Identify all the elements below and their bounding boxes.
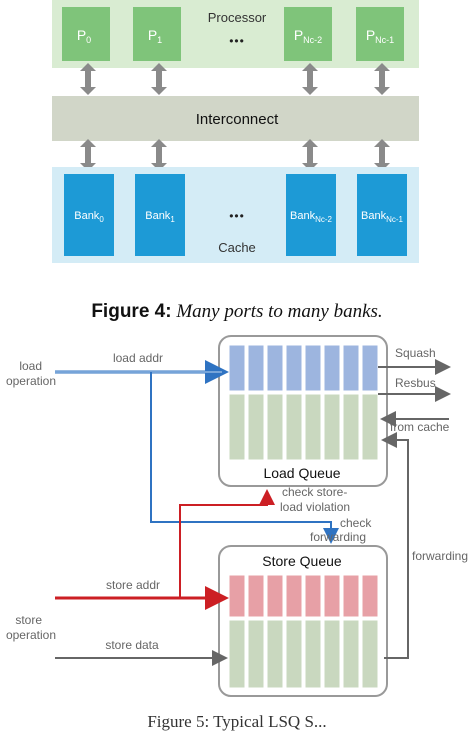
store-queue-address-cells bbox=[228, 574, 379, 618]
svg-text:BankNc-1: BankNc-1 bbox=[361, 210, 404, 224]
svg-text:PNc-2: PNc-2 bbox=[294, 27, 322, 45]
load-queue-data-cell bbox=[285, 393, 303, 461]
resbus-label: Resbus bbox=[395, 376, 436, 390]
processor-pnc-2: PNc-2 bbox=[284, 7, 332, 61]
load-queue-address-cells bbox=[228, 344, 379, 392]
arrow-interconnect-banknc2 bbox=[302, 139, 318, 171]
store-queue-address-cell bbox=[361, 574, 379, 618]
load-queue-data-cell bbox=[247, 393, 265, 461]
forwarding-arrow bbox=[381, 432, 409, 659]
bank-nc-1: BankNc-1 bbox=[357, 174, 407, 256]
store-queue-data-cell bbox=[285, 619, 303, 689]
squash-label: Squash bbox=[395, 346, 436, 360]
store-queue-address-cell bbox=[323, 574, 341, 618]
load-queue-address-cell bbox=[323, 344, 341, 392]
svg-text:PNc-1: PNc-1 bbox=[366, 27, 394, 45]
load-queue-data-cells bbox=[228, 393, 379, 461]
load-queue-address-cell bbox=[228, 344, 246, 392]
store-queue-address-cell bbox=[228, 574, 246, 618]
svg-text:P0: P0 bbox=[77, 27, 91, 45]
store-queue-address-cell bbox=[247, 574, 265, 618]
check-store-load-violation-arrow bbox=[179, 489, 275, 598]
interconnect-bar bbox=[52, 96, 419, 141]
store-queue-data-cell bbox=[266, 619, 284, 689]
arrow-interconnect-bank0 bbox=[80, 139, 96, 171]
processor-p1: P1 bbox=[133, 7, 181, 61]
figure4-caption-prefix: Figure 4: bbox=[91, 301, 172, 322]
figure4-caption: Figure 4: Many ports to many banks. bbox=[0, 301, 474, 323]
interconnect-label: Interconnect bbox=[196, 111, 279, 128]
bank-0: Bank0 bbox=[64, 174, 114, 256]
cache-label: Cache bbox=[218, 240, 256, 255]
load-queue-address-cell bbox=[266, 344, 284, 392]
load-queue-data-cell bbox=[323, 393, 341, 461]
load-queue-data-cell bbox=[228, 393, 246, 461]
load-queue-data-cell bbox=[304, 393, 322, 461]
load-queue-address-cell bbox=[361, 344, 379, 392]
store-queue-address-cell bbox=[342, 574, 360, 618]
load-queue-address-cell bbox=[247, 344, 265, 392]
store-queue-data-cell bbox=[342, 619, 360, 689]
bank-ellipsis: ••• bbox=[229, 209, 245, 223]
load-queue-label: Load Queue bbox=[263, 465, 340, 481]
store-queue-data-cell bbox=[304, 619, 322, 689]
arrow-interconnect-bank1 bbox=[151, 139, 167, 171]
svg-text:P1: P1 bbox=[148, 27, 162, 45]
processor-p0: P0 bbox=[62, 7, 110, 61]
from-cache-label: from cache bbox=[390, 420, 450, 434]
forwarding-label: forwarding bbox=[412, 549, 468, 563]
store-queue-address-cell bbox=[304, 574, 322, 618]
bank-nc-2: BankNc-2 bbox=[286, 174, 336, 256]
check-forwarding-arrow bbox=[150, 372, 339, 544]
load-queue-data-cell bbox=[266, 393, 284, 461]
svg-text:BankNc-2: BankNc-2 bbox=[290, 210, 333, 224]
svg-text:Bank1: Bank1 bbox=[145, 210, 175, 224]
store-queue-data-cell bbox=[361, 619, 379, 689]
processor-pnc-1: PNc-1 bbox=[356, 7, 404, 61]
store-queue-address-cell bbox=[266, 574, 284, 618]
bank-1: Bank1 bbox=[135, 174, 185, 256]
store-queue-data-cell bbox=[247, 619, 265, 689]
check-store-load-violation-label: check store-load violation bbox=[280, 485, 350, 514]
load-queue-address-cell bbox=[285, 344, 303, 392]
load-queue-address-cell bbox=[342, 344, 360, 392]
figure5-caption: Figure 5: Typical LSQ S... bbox=[0, 712, 474, 732]
store-addr-label: store addr bbox=[106, 578, 160, 592]
load-queue-data-cell bbox=[342, 393, 360, 461]
load-addr-label: load addr bbox=[113, 351, 163, 365]
load-queue-address-cell bbox=[304, 344, 322, 392]
store-data-label: store data bbox=[105, 638, 159, 652]
store-queue-data-cell bbox=[228, 619, 246, 689]
processor-label: Processor bbox=[208, 10, 267, 25]
store-queue-label: Store Queue bbox=[262, 553, 342, 569]
arrow-interconnect-banknc1 bbox=[374, 139, 390, 171]
figure4-caption-text: Many ports to many banks. bbox=[176, 301, 383, 322]
store-queue-address-cell bbox=[285, 574, 303, 618]
store-queue-data-cells bbox=[228, 619, 379, 689]
store-queue-data-cell bbox=[323, 619, 341, 689]
svg-text:Bank0: Bank0 bbox=[74, 210, 104, 224]
load-queue-data-cell bbox=[361, 393, 379, 461]
processor-ellipsis: ••• bbox=[229, 34, 245, 48]
